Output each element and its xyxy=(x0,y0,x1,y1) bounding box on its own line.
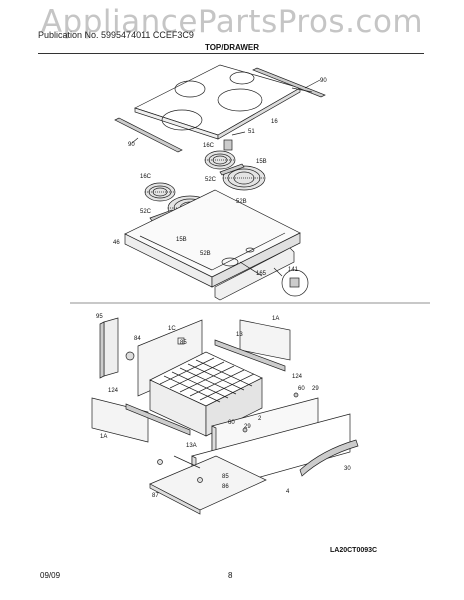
rear-bracket xyxy=(214,247,295,301)
callout: 1C xyxy=(168,326,176,332)
top-frame-pan xyxy=(124,189,301,288)
callout: 29 xyxy=(312,386,319,392)
diagram-code: LA20CT0093C xyxy=(330,547,378,554)
callout: 15B xyxy=(256,159,267,165)
callout: 95 xyxy=(96,314,103,320)
drawer-box xyxy=(149,351,263,437)
header-rule xyxy=(38,53,424,54)
callout: 124 xyxy=(108,388,119,394)
side-panel-95 xyxy=(103,317,119,377)
callout: 16C xyxy=(140,174,152,180)
element-rear-right xyxy=(222,165,266,191)
side-panel-1A-right xyxy=(239,319,291,361)
watermark: AppliancePartsPros.com xyxy=(40,4,424,40)
callout: 46 xyxy=(113,240,120,246)
callout: 52B xyxy=(236,199,247,205)
roller-84 xyxy=(125,351,135,361)
callout-labels: 16 90 90 51 16C 15B 16C 52C 52C 52B 15B … xyxy=(96,78,351,499)
callout: 60 xyxy=(298,386,305,392)
callout: 29 xyxy=(244,424,251,430)
callout: 87 xyxy=(152,493,159,499)
element-rear-left xyxy=(204,150,236,170)
callout: 1A xyxy=(100,434,107,440)
section-title: TOP/DRAWER xyxy=(204,43,260,52)
callout: 2 xyxy=(258,416,262,422)
callout: 30 xyxy=(344,466,351,472)
callout: 16C xyxy=(203,143,215,149)
trim-strip-front xyxy=(114,117,183,153)
callout: 1A xyxy=(272,316,279,322)
callout: 90 xyxy=(320,78,327,84)
callout: 52C xyxy=(140,209,152,215)
footer-page-number: 8 xyxy=(228,571,233,580)
drawer-handle-30 xyxy=(299,439,359,477)
callout: 13A xyxy=(186,443,197,449)
element-front-left xyxy=(144,182,176,202)
callout: 51 xyxy=(248,129,255,135)
callout: 124 xyxy=(292,374,303,380)
drawer-rail-13 xyxy=(214,339,286,372)
drawer-rail-left xyxy=(125,403,191,436)
callout: 52B xyxy=(200,251,211,257)
cooktop-glass xyxy=(134,64,301,140)
callout: 84 xyxy=(134,336,141,342)
callout: 13 xyxy=(236,332,243,338)
callout: 15B xyxy=(176,237,187,243)
callout: 86 xyxy=(222,484,229,490)
callout: 16 xyxy=(271,119,278,125)
callout: 52C xyxy=(205,177,217,183)
callout: 85 xyxy=(180,340,187,346)
publication-header: Publication No. 5995474011 CCEF3C9 xyxy=(38,30,194,40)
callout: 4 xyxy=(286,489,290,495)
callout: 141 xyxy=(288,267,299,273)
callout: 90 xyxy=(128,142,135,148)
terminal-block xyxy=(223,139,233,151)
trim-strip-rear xyxy=(252,67,326,98)
detail-circle-141 xyxy=(273,267,309,297)
callout: 60 xyxy=(228,420,235,426)
callout: 165 xyxy=(256,271,267,277)
callout: 85 xyxy=(222,474,229,480)
footer-date: 09/09 xyxy=(40,571,61,580)
